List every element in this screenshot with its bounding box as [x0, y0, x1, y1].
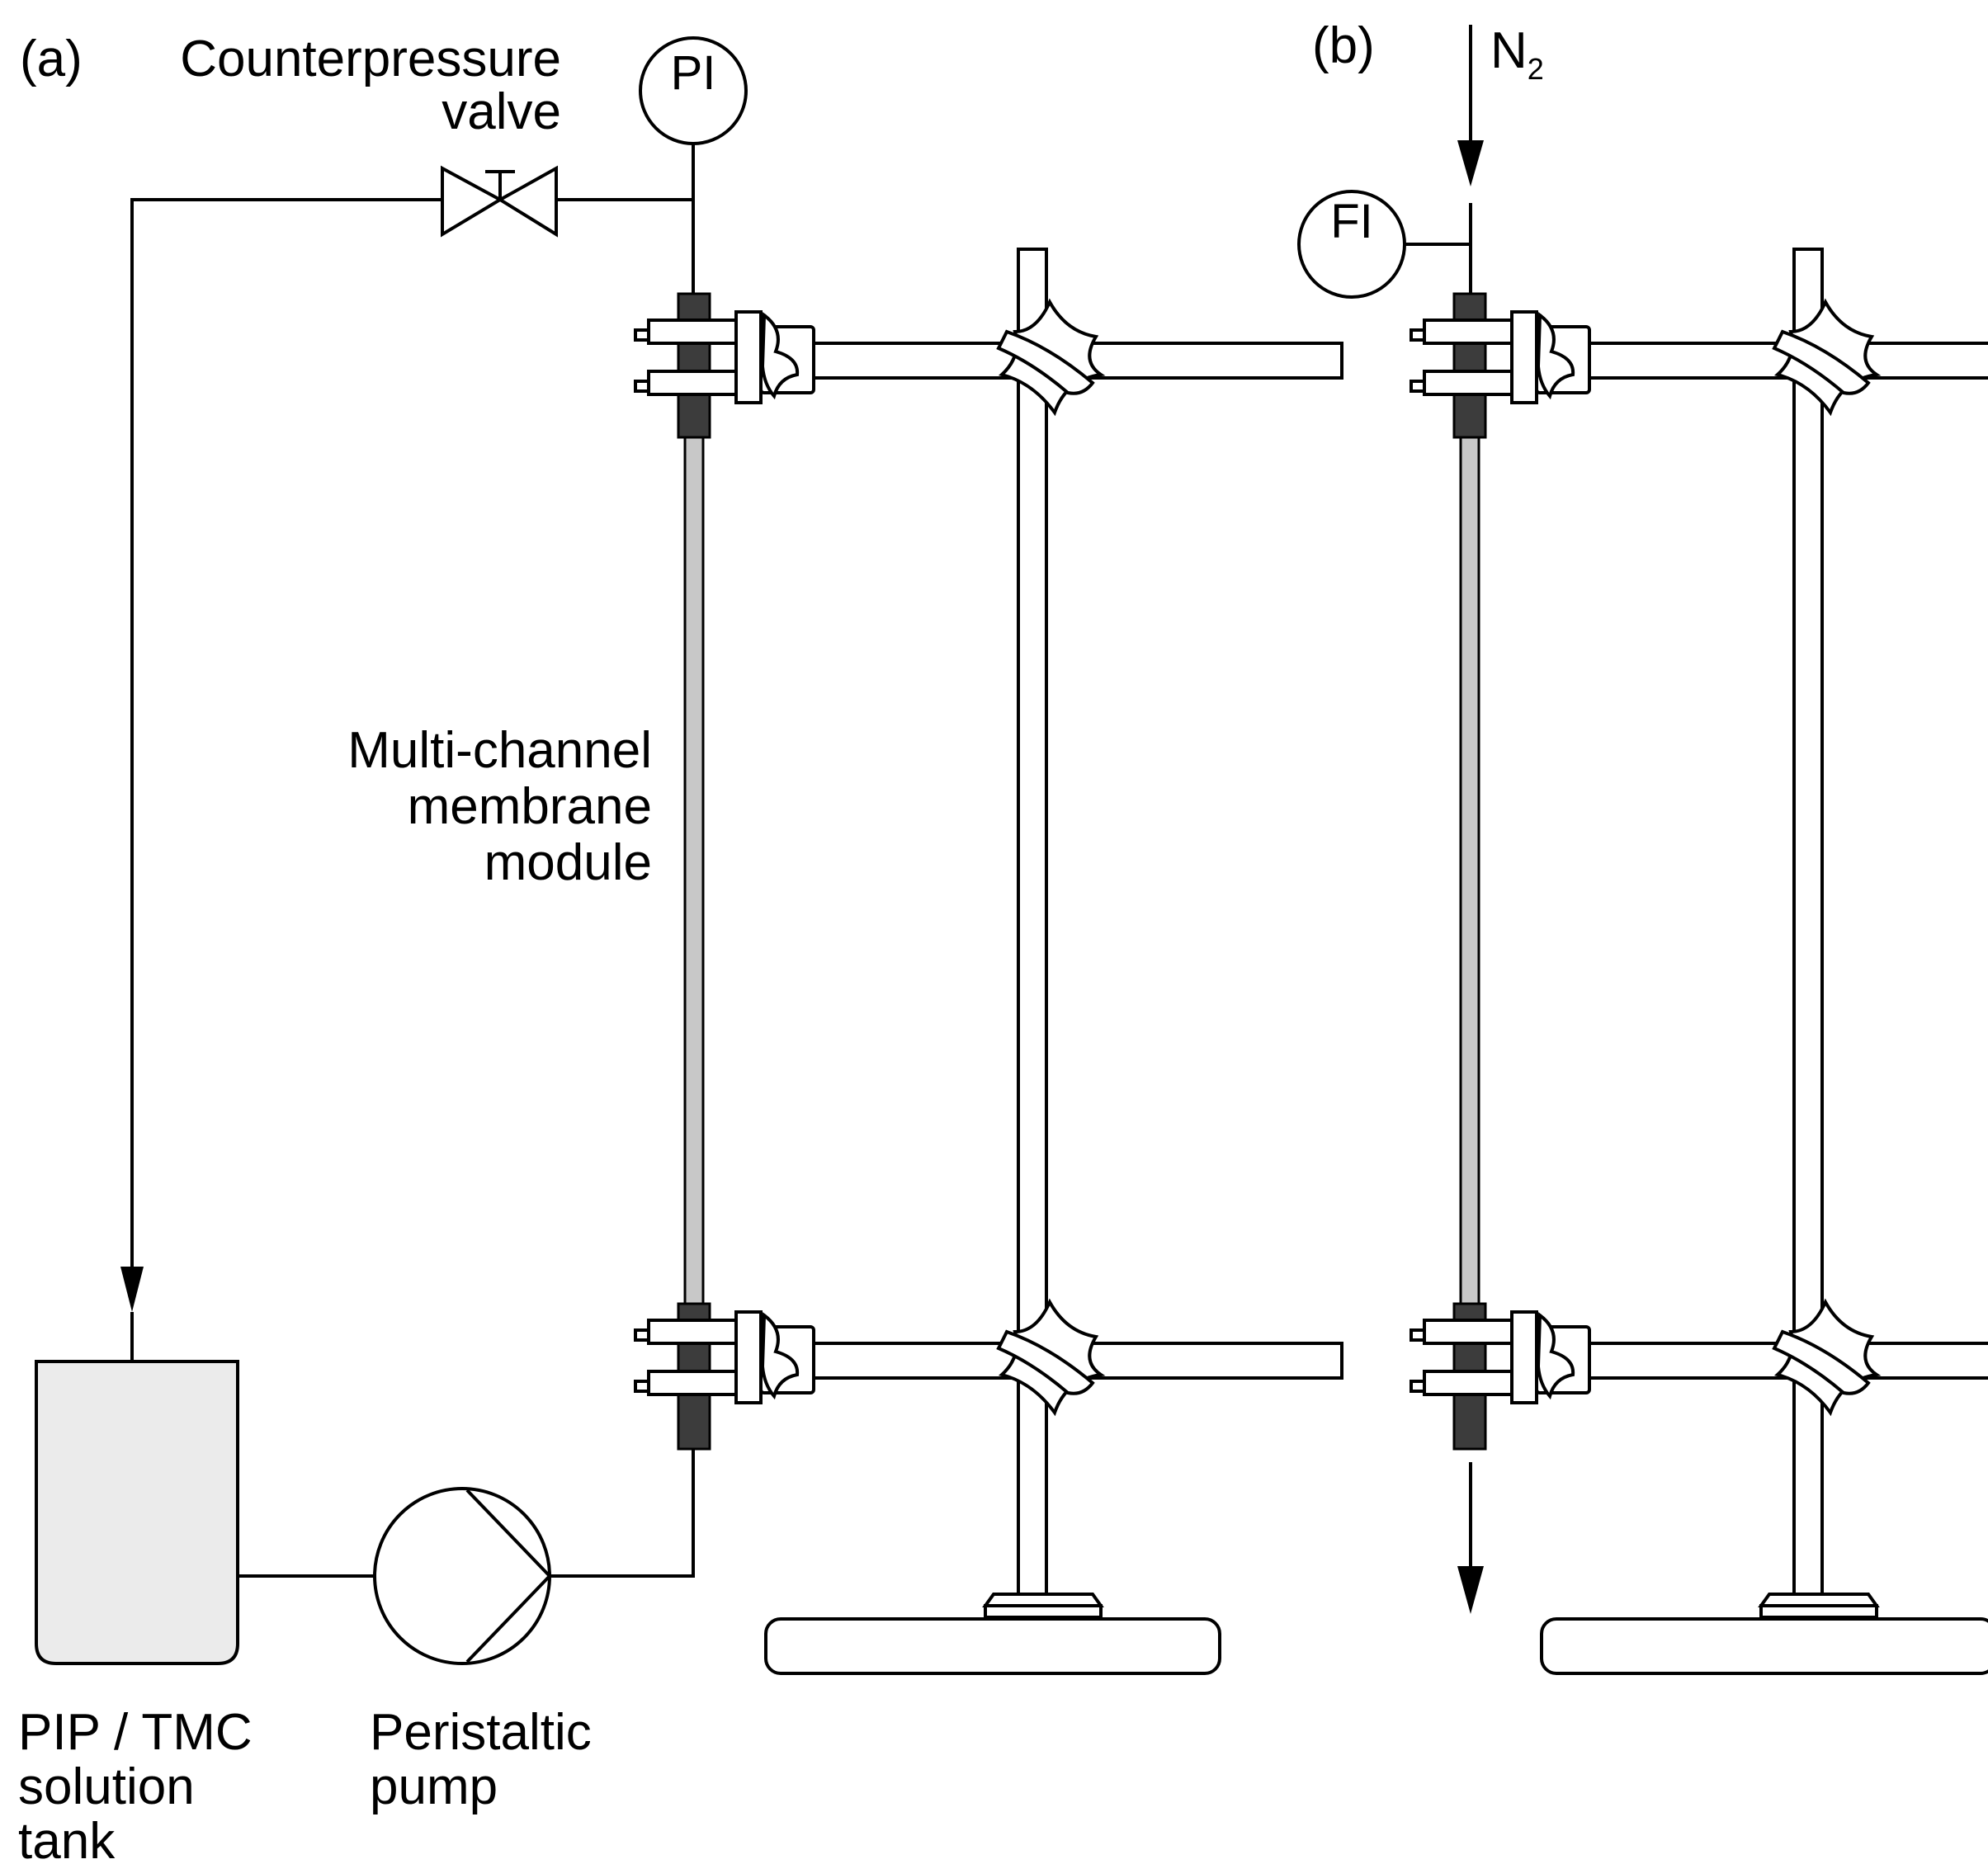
pump-label-line-2: pump — [370, 1758, 498, 1815]
panel-a: (a) Counterpressure valve PI Multi-chann… — [18, 31, 1343, 1864]
module-label-line-1: Multi-channel — [347, 722, 652, 779]
upper-clamp-b — [1410, 300, 1988, 414]
solution-tank-icon — [35, 1360, 239, 1665]
lower-clamp-a — [634, 1300, 1343, 1414]
peristaltic-pump-icon — [373, 1487, 551, 1665]
membrane-module — [677, 292, 711, 1451]
return-line — [130, 198, 442, 1287]
return-arrow-icon — [120, 1267, 144, 1312]
gas-outlet-arrow-icon — [1457, 1566, 1484, 1614]
pump-label-line-1: Peristaltic — [370, 1704, 592, 1761]
tank-label-line-3: tank — [18, 1813, 116, 1864]
upper-clamp-a — [634, 300, 1343, 414]
tank-label-line-2: solution — [18, 1758, 195, 1815]
gas-symbol: N2 — [1490, 22, 1544, 86]
tank-label-line-1: PIP / TMC — [18, 1704, 253, 1761]
pressure-indicator-label: PI — [671, 46, 716, 100]
valve-label-line-1: Counterpressure — [180, 31, 561, 87]
top-fitting — [677, 292, 711, 439]
membrane-module-b — [1452, 292, 1487, 1451]
panel-b-tag: (b) — [1312, 17, 1375, 74]
panel-a-tag: (a) — [20, 31, 83, 87]
pump-to-module-line — [550, 1449, 695, 1578]
counterpressure-valve-icon — [441, 165, 558, 238]
module-label-line-2: membrane — [408, 778, 652, 835]
panel-b: (b) N2 FI — [1297, 17, 1988, 1675]
valve-label-line-2: valve — [442, 83, 561, 140]
lower-clamp-b — [1410, 1300, 1988, 1414]
membrane-tube — [683, 436, 705, 1305]
gas-inlet-arrow-icon — [1457, 140, 1484, 186]
module-label-line-3: module — [484, 834, 652, 891]
flow-indicator-label: FI — [1330, 195, 1373, 248]
